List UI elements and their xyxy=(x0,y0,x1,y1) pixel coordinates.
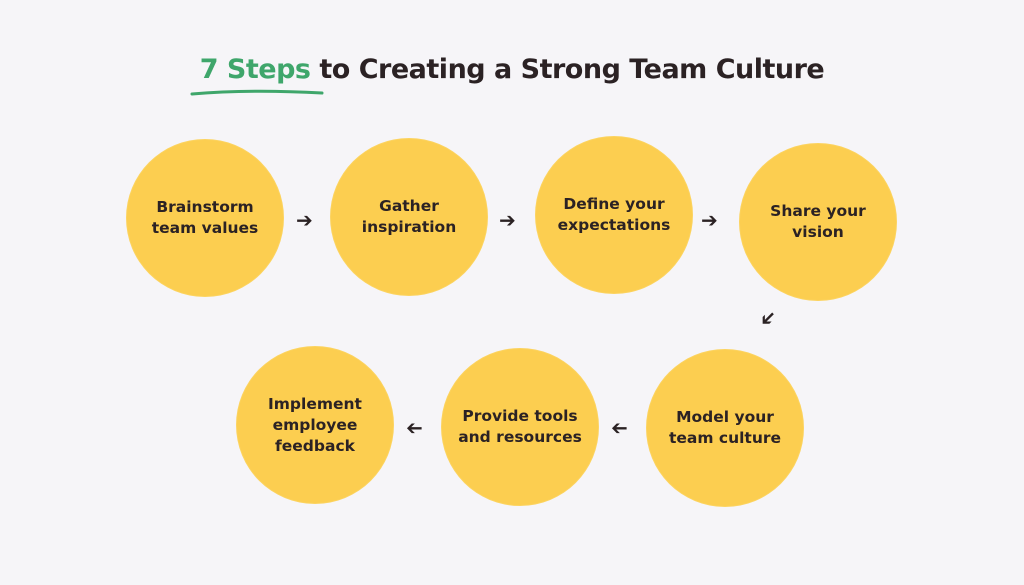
step-2: Gather inspiration xyxy=(331,139,487,295)
step-1: Brainstorm team values xyxy=(127,140,283,296)
step-label: Brainstorm team values xyxy=(151,198,259,237)
arrow-down-left-icon: ➔ xyxy=(753,304,783,334)
step-3: Define your expectations xyxy=(536,137,692,293)
title-highlight: 7 Steps xyxy=(199,54,311,85)
arrow-right-icon: ➔ xyxy=(499,208,516,232)
arrow-left-icon: ➔ xyxy=(611,417,628,441)
step-6: Provide tools and resources xyxy=(442,349,598,505)
step-5: Model your team culture xyxy=(647,350,803,506)
title-underline xyxy=(190,89,324,96)
step-label: Model your team culture xyxy=(668,408,782,447)
arrow-left-icon: ➔ xyxy=(406,417,423,441)
page-title: 7 Steps to Creating a Strong Team Cultur… xyxy=(0,54,1024,85)
arrow-right-icon: ➔ xyxy=(296,208,313,232)
step-4: Share your vision xyxy=(740,144,896,300)
title-rest: to Creating a Strong Team Culture xyxy=(310,54,825,85)
step-label: Provide tools and resources xyxy=(458,407,582,446)
arrow-right-icon: ➔ xyxy=(701,208,718,232)
step-label: Implement employee feedback xyxy=(268,394,362,455)
step-label: Gather inspiration xyxy=(361,197,457,236)
step-label: Define your expectations xyxy=(557,195,671,234)
step-label: Share your vision xyxy=(770,202,866,241)
step-7: Implement employee feedback xyxy=(237,347,393,503)
